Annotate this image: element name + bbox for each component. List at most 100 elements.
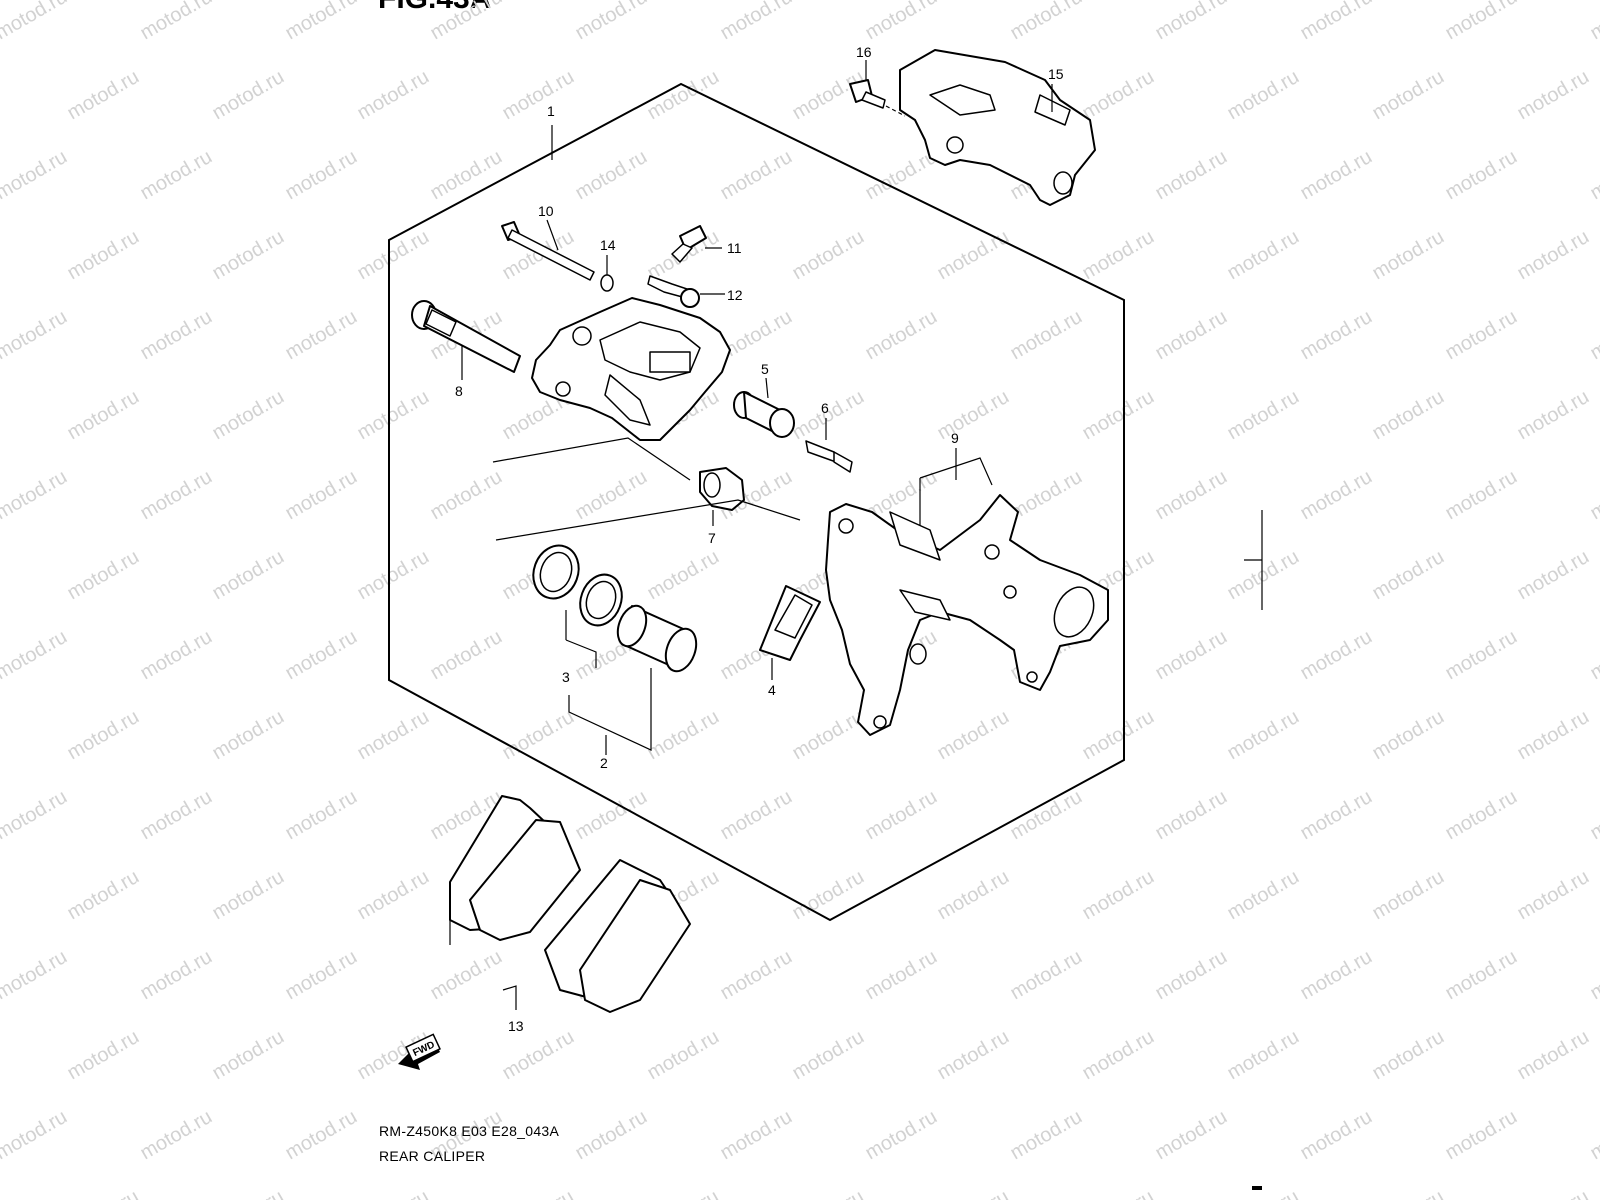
watermark-text: motod.ru <box>1442 0 1521 44</box>
watermark-text: motod.ru <box>1297 466 1376 525</box>
watermark-text: motod.ru <box>934 1186 1013 1200</box>
watermark-text: motod.ru <box>1369 1186 1448 1200</box>
watermark-text: motod.ru <box>499 66 578 125</box>
watermark-text: motod.ru <box>1369 1026 1448 1085</box>
watermark-text: motod.ru <box>1369 66 1448 125</box>
watermark-text: motod.ru <box>1442 946 1521 1005</box>
o-ring <box>600 274 614 292</box>
watermark-text: motod.ru <box>1007 786 1086 845</box>
watermark-text: motod.ru <box>934 866 1013 925</box>
watermark-text: motod.ru <box>862 786 941 845</box>
watermark-text: motod.ru <box>0 786 71 845</box>
watermark-text: motod.ru <box>789 1186 868 1200</box>
watermark-text: motod.ru <box>499 706 578 765</box>
callout-1: 1 <box>547 103 555 119</box>
brake-pads <box>449 795 691 1013</box>
watermark-text: motod.ru <box>1224 1186 1303 1200</box>
watermark-text: motod.ru <box>499 1186 578 1200</box>
watermark-text: motod.ru <box>1442 786 1521 845</box>
watermark-text: motod.ru <box>1224 706 1303 765</box>
watermark-text: motod.ru <box>1007 306 1086 365</box>
watermark-text: motod.ru <box>644 706 723 765</box>
watermark-text: motod.ru <box>0 306 71 365</box>
watermark-text: motod.ru <box>1152 306 1231 365</box>
watermark-text: motod.ru <box>1514 1186 1593 1200</box>
watermark-text: motod.ru <box>354 866 433 925</box>
watermark-text: motod.ru <box>282 1106 361 1165</box>
watermark-text: motod.ru <box>934 386 1013 445</box>
watermark-text: motod.ru <box>282 146 361 205</box>
watermark-text: motod.ru <box>354 1186 433 1200</box>
caliper-body <box>531 297 731 441</box>
slide-pin-lower <box>411 300 521 373</box>
watermark-text: motod.ru <box>1514 1026 1593 1085</box>
callout-6: 6 <box>821 400 829 416</box>
watermark-text: motod.ru <box>0 946 71 1005</box>
watermark-text: motod.ru <box>1224 1026 1303 1085</box>
watermark-text: motod.ru <box>64 546 143 605</box>
watermark-text: motod.ru <box>934 706 1013 765</box>
watermark-text: motod.ru <box>209 546 288 605</box>
watermark-text: motod.ru <box>862 0 941 44</box>
slide-pin-upper <box>501 221 595 281</box>
watermark-text: motod.ru <box>862 1106 941 1165</box>
watermark-text: motod.ru <box>572 0 651 44</box>
fwd-arrow <box>398 1033 441 1070</box>
watermark-text: motod.ru <box>717 0 796 44</box>
watermark-text: motod.ru <box>137 0 216 44</box>
watermark-text: motod.ru <box>1297 306 1376 365</box>
watermark-text: motod.ru <box>282 306 361 365</box>
watermark-text: motod.ru <box>64 226 143 285</box>
watermark-text: motod.ru <box>64 66 143 125</box>
bracket-bolt <box>849 79 906 117</box>
watermark-text: motod.ru <box>1587 306 1600 365</box>
sleeve-pin <box>805 440 853 473</box>
pin-boot-lower <box>699 467 745 511</box>
watermark-text: motod.ru <box>1587 626 1600 685</box>
watermark-text: motod.ru <box>789 706 868 765</box>
watermark-text: motod.ru <box>209 706 288 765</box>
watermark-text: motod.ru <box>427 0 506 44</box>
watermark-text: motod.ru <box>1442 466 1521 525</box>
watermark-text: motod.ru <box>64 1186 143 1200</box>
watermark-text: motod.ru <box>862 946 941 1005</box>
watermark-text: motod.ru <box>644 1186 723 1200</box>
watermark-text: motod.ru <box>209 226 288 285</box>
watermark-text: motod.ru <box>1152 626 1231 685</box>
page-corner-mark <box>1252 1186 1262 1190</box>
watermark-text: motod.ru <box>0 0 71 44</box>
watermark-text: motod.ru <box>1514 386 1593 445</box>
watermark-text: motod.ru <box>789 226 868 285</box>
watermark-text: motod.ru <box>1514 226 1593 285</box>
watermark-text: motod.ru <box>1442 306 1521 365</box>
watermark-text: motod.ru <box>64 866 143 925</box>
leader-lines <box>461 60 1263 1010</box>
watermark-text: motod.ru <box>572 146 651 205</box>
watermark-text: motod.ru <box>1224 866 1303 925</box>
watermark-text: motod.ru <box>1297 626 1376 685</box>
watermark-text: motod.ru <box>137 466 216 525</box>
watermark-text: motod.ru <box>862 306 941 365</box>
watermark-text: motod.ru <box>209 866 288 925</box>
watermark-text: motod.ru <box>1514 66 1593 125</box>
callout-12: 12 <box>727 287 743 303</box>
watermark-text: motod.ru <box>137 1106 216 1165</box>
watermark-text: motod.ru <box>282 786 361 845</box>
watermark-text: motod.ru <box>354 386 433 445</box>
seal2-inner-edge <box>585 580 617 620</box>
bleeder-valve <box>671 225 707 263</box>
watermark-text: motod.ru <box>1079 866 1158 925</box>
callout-13: 13 <box>508 1018 524 1034</box>
watermark-text: motod.ru <box>1369 386 1448 445</box>
watermark-text: motod.ru <box>282 626 361 685</box>
watermark-text: motod.ru <box>1152 786 1231 845</box>
watermark-text: motod.ru <box>209 66 288 125</box>
watermark-text: motod.ru <box>209 1026 288 1085</box>
watermark-text: motod.ru <box>0 626 71 685</box>
watermark-text: motod.ru <box>427 146 506 205</box>
watermark-text: motod.ru <box>1442 146 1521 205</box>
watermark-text: motod.ru <box>717 786 796 845</box>
watermark-text: motod.ru <box>1297 0 1376 44</box>
watermark-text: motod.ru <box>354 546 433 605</box>
